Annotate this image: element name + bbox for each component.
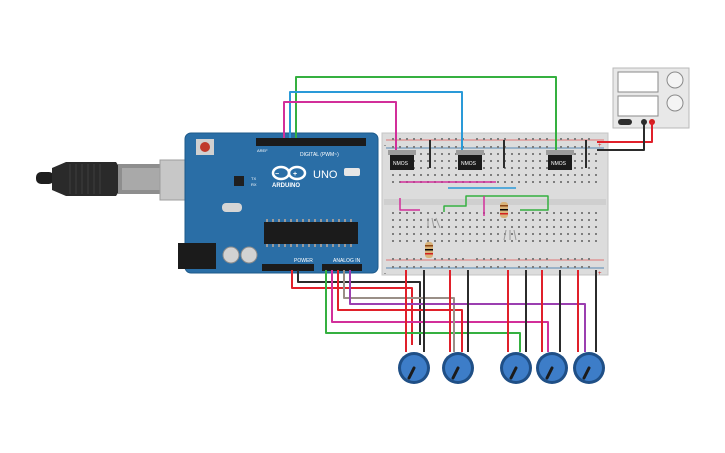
wire-bb-green[interactable] (443, 195, 549, 212)
power-switch[interactable] (618, 119, 632, 125)
mosfet-3[interactable]: NMOS (546, 150, 574, 170)
mosfet-2[interactable]: NMOS (456, 150, 484, 170)
pot-2[interactable] (442, 352, 474, 384)
wire-psu-red[interactable] (597, 122, 653, 143)
power-label: POWER (294, 258, 313, 264)
pot-4[interactable] (536, 352, 568, 384)
mosfet-1[interactable]: NMOS (388, 150, 416, 170)
wire-a1-magenta[interactable] (331, 270, 549, 352)
analog-in-label: ANALOG IN (333, 258, 361, 264)
crystal (222, 203, 242, 212)
pot-1[interactable] (398, 352, 430, 384)
wire-green-top[interactable] (295, 76, 557, 154)
arduino-uno[interactable]: AREF DIGITAL (PWM~) − + ARDUINO UNO TX R… (178, 132, 379, 274)
mosfet-1-label: NMOS (393, 161, 409, 167)
voltage-knob[interactable] (666, 71, 684, 89)
rail-minus-top: - (384, 143, 386, 149)
analog-header (322, 264, 362, 271)
dc-power-supply[interactable] (612, 67, 690, 129)
pot-3[interactable] (500, 352, 532, 384)
tx-label: TX (251, 176, 256, 181)
resistor-2[interactable] (500, 202, 508, 218)
rgb-led-1[interactable] (427, 217, 441, 229)
capacitor-1 (222, 246, 240, 264)
rail-minus-bottom: - (384, 271, 386, 277)
wire-psu-black[interactable] (597, 122, 645, 151)
voltage-display (617, 71, 659, 93)
arduino-logo-text: ARDUINO (272, 183, 300, 189)
rail-plus-top: + (598, 143, 602, 149)
wire-blue-top[interactable] (289, 91, 463, 154)
atmega-chip (264, 222, 358, 244)
dc-jack (178, 243, 216, 269)
on-led-area (344, 168, 360, 176)
rx-label: RX (251, 182, 257, 187)
wire-magenta-top[interactable] (283, 101, 397, 154)
capacitor-2 (240, 246, 258, 264)
wire-5v-red[interactable] (291, 270, 413, 345)
pot-5[interactable] (573, 352, 605, 384)
board-model: UNO (313, 169, 338, 181)
current-display (617, 95, 659, 117)
usb-chip (234, 176, 244, 186)
wire-a2-red[interactable] (337, 270, 463, 352)
arduino-logo: − + (271, 165, 307, 181)
digital-header (256, 138, 366, 146)
wire-a3-gray[interactable] (343, 270, 455, 352)
rail-plus-bottom: + (598, 271, 602, 277)
mosfet-3-label: NMOS (551, 161, 567, 167)
svg-text:−: − (275, 171, 279, 178)
aref-label: AREF (257, 148, 268, 153)
resistor-1[interactable] (425, 242, 433, 258)
mosfet-2-label: NMOS (461, 161, 477, 167)
svg-text:+: + (293, 171, 297, 178)
reset-button-cap[interactable] (200, 142, 210, 152)
wire-gnd-black[interactable] (297, 270, 421, 345)
wires[interactable] (283, 76, 653, 352)
digital-pwm-label: DIGITAL (PWM~) (300, 152, 339, 158)
rgb-led-2[interactable] (503, 229, 517, 241)
power-header (262, 264, 314, 271)
current-knob[interactable] (666, 94, 684, 112)
